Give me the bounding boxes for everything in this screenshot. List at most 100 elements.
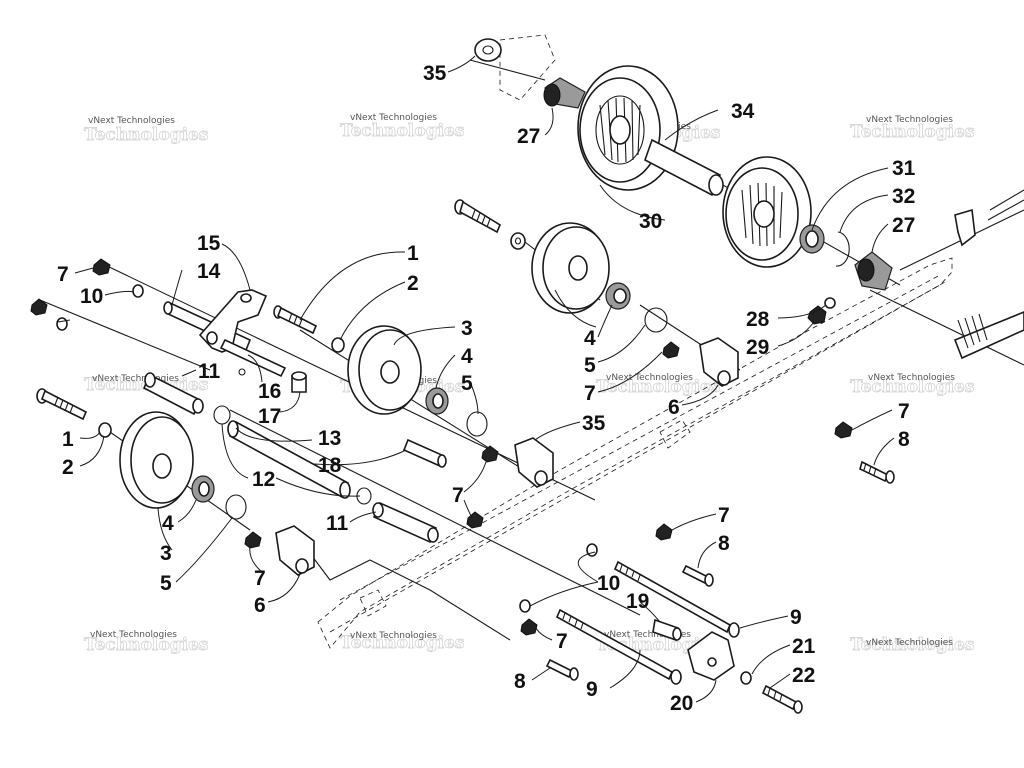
callout-33: 34 (731, 100, 755, 123)
callout-2-lower: 2 (62, 456, 74, 479)
svg-text:vNext Technologies: vNext Technologies (350, 113, 437, 123)
svg-text:Technologies: Technologies (340, 633, 464, 653)
idler-wheel-part-30-left (577, 65, 679, 191)
callout-19: 19 (626, 590, 649, 613)
callout-14: 14 (197, 260, 221, 283)
callout-3-lower: 3 (160, 542, 172, 565)
callout-27-bottom: 27 (892, 214, 915, 237)
bolt-part-1-upper (454, 199, 502, 234)
callout-13: 13 (318, 427, 341, 450)
snap-ring-part-5-upper (644, 307, 668, 333)
svg-text:vNext Technologies: vNext Technologies (604, 630, 691, 640)
nut-part-7-left (30, 298, 48, 316)
callout-11-bottom: 11 (326, 512, 349, 535)
nut-part-7-lowright-a (655, 523, 673, 541)
bushing-part-18 (402, 438, 447, 468)
callout-4-lower: 4 (162, 512, 174, 535)
idler-wheel-part-30-right (722, 156, 812, 268)
callout-7-lowright: 7 (718, 504, 730, 527)
bushing-part-17 (291, 371, 307, 393)
bolt-part-8-bottom (545, 658, 579, 681)
mount-part-6-lower (275, 525, 315, 576)
svg-text:vNext Technologies: vNext Technologies (90, 630, 177, 640)
svg-text:vNext Technologies: vNext Technologies (606, 373, 693, 383)
wheel-part-3-middle (347, 325, 422, 415)
washer-part-28 (824, 297, 836, 309)
callout-16: 16 (258, 380, 281, 403)
callout-8-right: 8 (898, 428, 910, 451)
svg-text:vNext Technologies: vNext Technologies (866, 638, 953, 648)
snap-ring-part-32 (835, 231, 850, 267)
nut-part-7-middle-b (466, 511, 484, 529)
callout-29: 29 (746, 336, 769, 359)
washer-part-21 (740, 671, 752, 685)
bearing-part-31 (799, 224, 825, 254)
svg-text:Technologies: Technologies (850, 377, 974, 397)
callout-27-top: 27 (517, 125, 540, 148)
washer-part-2-lower (98, 422, 112, 438)
nut-part-7-topleft (92, 258, 111, 276)
callout-21: 21 (792, 635, 816, 658)
callout-1-upper: 1 (407, 242, 419, 265)
callout-8-middle: 8 (718, 532, 730, 555)
bolt-part-8-right (859, 460, 895, 484)
callout-4-middle: 4 (461, 345, 473, 368)
callout-7-middle: 7 (452, 484, 464, 507)
callout-18: 18 (318, 454, 342, 477)
spacer-part-11-top (142, 372, 204, 416)
bolt-part-8-middle (681, 564, 714, 587)
shaft-part-13 (227, 420, 351, 499)
callout-7-lower: 7 (254, 567, 266, 590)
svg-text:vNext Technologies: vNext Technologies (88, 116, 175, 126)
bolt-part-9-upper (613, 560, 740, 638)
lower-wheel-assembly (36, 388, 315, 576)
bearing-part-4-lower (191, 475, 215, 503)
svg-text:vNext Technologies: vNext Technologies (868, 373, 955, 383)
callout-4-upper: 4 (584, 327, 596, 350)
bolt-part-22 (761, 684, 803, 714)
snap-ring-part-5-lower (225, 494, 247, 520)
callout-34: 35 (423, 62, 447, 85)
wheel-part-3-upper (531, 222, 610, 314)
callout-5-upper: 5 (584, 354, 596, 377)
callout-35: 35 (582, 412, 606, 435)
washer-part-2-middle (331, 337, 345, 353)
hub-cap-part-27-top (543, 77, 586, 109)
nut-part-7-lower (244, 531, 262, 549)
callout-32: 32 (892, 185, 915, 208)
callout-9-upper: 9 (790, 606, 802, 629)
hub-cap-part-27-bottom (854, 251, 893, 291)
bearing-part-4-middle (425, 387, 449, 415)
wheel-part-3-lower (119, 411, 194, 509)
callout-7-topleft: 7 (57, 263, 69, 286)
nut-part-7-right (834, 421, 853, 439)
nut-part-7-upper (662, 341, 680, 359)
slide-rail-frame (317, 34, 953, 649)
svg-text:vNext Technologies: vNext Technologies (866, 115, 953, 125)
svg-text:vNext Technologies: vNext Technologies (350, 631, 437, 641)
bolt-part-9-lower (555, 608, 682, 685)
washer-part-34 (474, 38, 502, 62)
snap-ring-part-5-middle (466, 411, 488, 437)
callout-9-lower: 9 (586, 678, 598, 701)
callout-17: 17 (258, 405, 281, 428)
callout-6-lower: 6 (254, 594, 266, 617)
arm-part-15 (198, 289, 268, 353)
callout-28: 28 (746, 308, 770, 331)
bolt-part-1-middle (273, 305, 318, 335)
callout-12: 12 (252, 468, 275, 491)
svg-text:Technologies: Technologies (850, 122, 974, 142)
nut-part-7-bottom (520, 618, 538, 636)
callout-31: 31 (892, 157, 916, 180)
mount-part-6-upper (699, 337, 739, 387)
callout-7-upper: 7 (584, 382, 596, 405)
callout-2-upper: 2 (407, 272, 419, 295)
